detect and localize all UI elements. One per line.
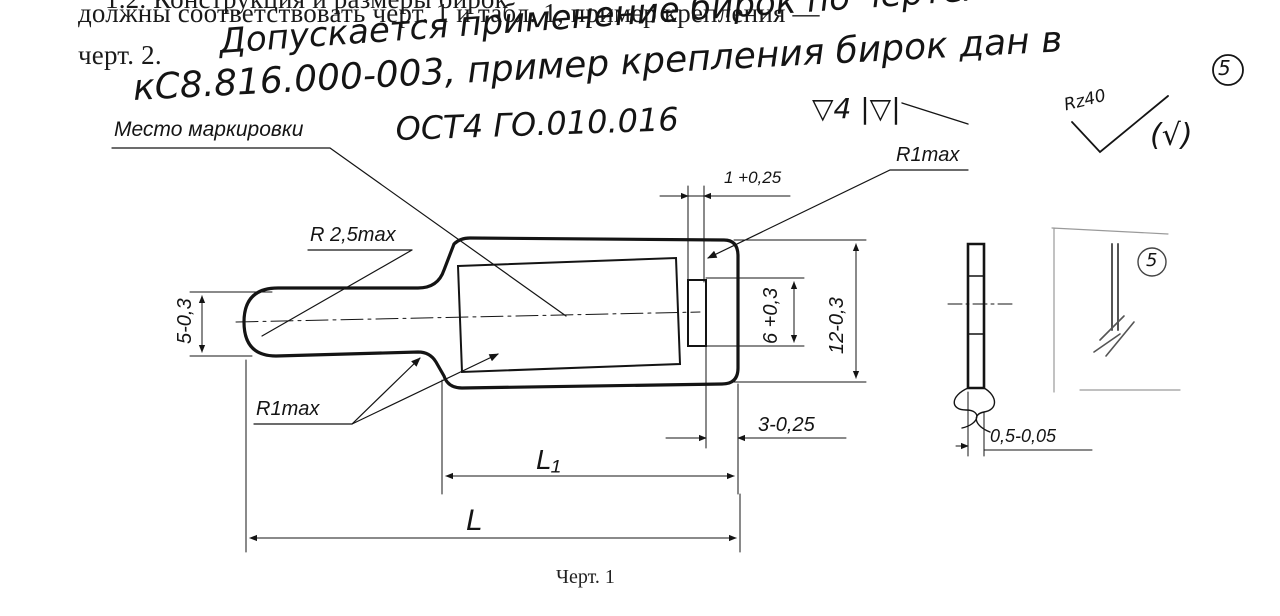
dim-05-label: 0,5-0,05 bbox=[990, 426, 1057, 446]
side-view-tag bbox=[966, 242, 986, 390]
text-line-2: должны соответствовать черт. 1 и табл. 1… bbox=[78, 0, 820, 28]
dim-6-label: 6 +0,3 bbox=[760, 287, 782, 344]
text-line-1: 1.2. Конструкция и размеры бирок bbox=[105, 0, 508, 15]
roughness-arrow bbox=[901, 102, 969, 125]
roughness-sign bbox=[1071, 95, 1169, 154]
dim-3-label: 3-0,25 bbox=[758, 414, 815, 436]
dim-r25-label: R 2,5max bbox=[310, 224, 396, 246]
r25-leader bbox=[261, 249, 413, 337]
roughness-check: (√) bbox=[1150, 118, 1193, 153]
faint-second-view bbox=[1051, 227, 1181, 393]
side-view-thread bbox=[953, 387, 996, 433]
marking-place-label: Место маркировки bbox=[114, 118, 304, 141]
marking-leader bbox=[111, 147, 567, 317]
dim-L-label: L bbox=[466, 504, 483, 537]
dim-5-label: 5-0,3 bbox=[174, 298, 196, 344]
r1-top-leader bbox=[707, 169, 969, 259]
dim-12-label: 12-0,3 bbox=[826, 297, 848, 354]
roughness-values: ▽4 |▽| bbox=[812, 92, 901, 125]
center-line bbox=[235, 311, 701, 323]
tag-outline bbox=[242, 236, 740, 390]
dim-r1-bottom-label: R1max bbox=[256, 398, 320, 420]
dim-r1-top-label: R1max bbox=[896, 144, 960, 166]
marking-area bbox=[456, 256, 682, 374]
tag-slot bbox=[687, 279, 707, 347]
revision-circle bbox=[1212, 54, 1244, 86]
text-line-3: черт. 2. bbox=[78, 40, 162, 70]
dim-1-label: 1 +0,25 bbox=[724, 168, 782, 187]
figure-caption: Черт. 1 bbox=[556, 566, 615, 588]
revision-mark: 5 bbox=[1218, 56, 1231, 80]
side-view-mark: 5 bbox=[1146, 250, 1158, 271]
dim-L1-label: L₁ bbox=[536, 444, 561, 475]
